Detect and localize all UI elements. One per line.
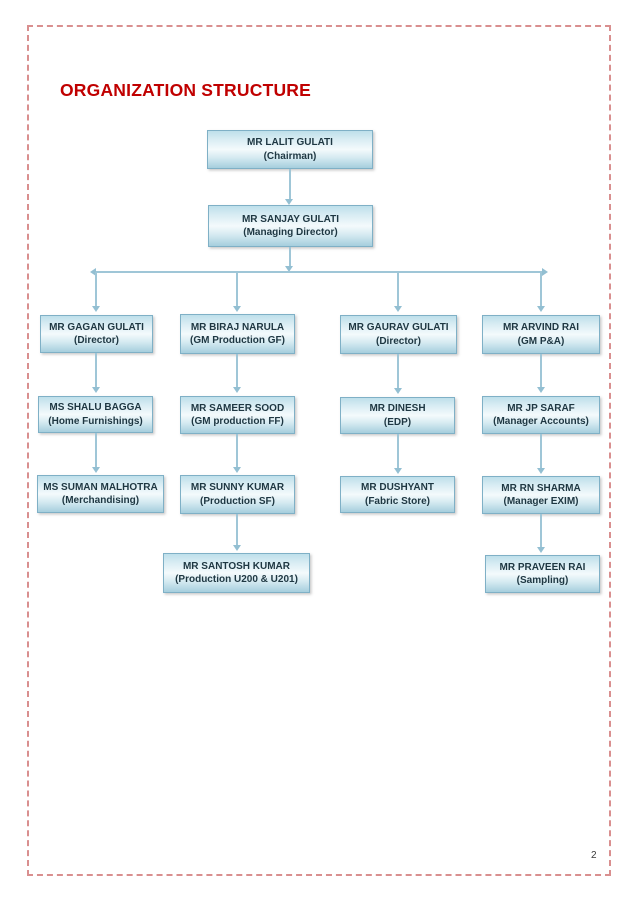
connector-chairman-md-arrow-icon [285, 199, 293, 205]
connector-col3-r1r2-line [397, 354, 399, 388]
person-name: MS SUMAN MALHOTRA [43, 481, 158, 493]
org-node-chairman: MR LALIT GULATI (Chairman) [207, 130, 373, 169]
connector-col1-r2r3-arrow-icon [92, 467, 100, 473]
connector-col4-r3r4-arrow-icon [537, 547, 545, 553]
connector-drop-col2-line [236, 272, 238, 307]
person-role: (Production SF) [200, 495, 275, 507]
person-name: MR JP SARAF [507, 402, 575, 414]
connector-col4-r2r3-line [540, 434, 542, 468]
connector-drop-col1-arrow-icon [92, 306, 100, 312]
person-role: (Sampling) [516, 575, 569, 586]
org-node-santosh-kumar: MR SANTOSH KUMAR (Production U200 & U201… [163, 553, 310, 593]
connector-col4-r1r2-line [540, 354, 542, 387]
connector-chairman-md-line [289, 169, 291, 199]
connector-col3-r1r2-arrow-icon [394, 388, 402, 394]
org-node-praveen-rai: MR PRAVEEN RAI (Sampling) [485, 555, 600, 593]
connector-bus-left-arrow-icon [90, 268, 96, 276]
connector-drop-col4-line [540, 272, 542, 307]
person-role: (Director) [73, 335, 119, 346]
org-node-rn-sharma: MR RN SHARMA (Manager EXIM) [482, 476, 600, 514]
page-dashed-border [27, 25, 611, 876]
connector-col1-r1r2-line [95, 353, 97, 387]
connector-col2-r3r4-arrow-icon [233, 545, 241, 551]
person-name: MR SUNNY KUMAR [190, 482, 285, 493]
person-name: MR SANJAY GULATI [241, 213, 340, 225]
connector-drop-col4-arrow-icon [537, 306, 545, 312]
person-role: (EDP) [383, 416, 412, 428]
connector-col2-r3r4-line [236, 514, 238, 545]
connector-col1-r2r3-line [95, 433, 97, 467]
connector-col2-r1r2-line [236, 354, 238, 387]
org-node-sameer-sood: MR SAMEER SOOD (GM production FF) [180, 396, 295, 434]
person-role: (GM Production GF) [190, 335, 285, 346]
person-name: MR BIRAJ NARULA [190, 321, 285, 333]
org-node-biraj-narula: MR BIRAJ NARULA (GM Production GF) [180, 314, 295, 354]
connector-md-bus-arrow-icon [285, 266, 293, 272]
connector-col2-r1r2-arrow-icon [233, 387, 241, 393]
org-node-jp-saraf: MR JP SARAF (Manager Accounts) [482, 396, 600, 434]
connector-col3-r2r3-line [397, 434, 399, 468]
person-name: MR SANTOSH KUMAR [182, 560, 291, 572]
org-node-gaurav-gulati: MR GAURAV GULATI (Director) [340, 315, 457, 354]
org-node-suman-malhotra: MS SUMAN MALHOTRA (Merchandising) [37, 475, 164, 513]
person-name: MR DUSHYANT [361, 482, 434, 493]
page-title: ORGANIZATION STRUCTURE [60, 80, 312, 100]
person-role: (Managing Director) [243, 227, 338, 238]
connector-col1-r1r2-arrow-icon [92, 387, 100, 393]
connector-drop-col1-line [95, 272, 97, 307]
person-role: (Production U200 & U201) [175, 574, 298, 585]
person-name: MR GAURAV GULATI [348, 322, 449, 333]
connector-md-bus-line [289, 247, 291, 267]
connector-drop-col2-arrow-icon [233, 306, 241, 312]
org-node-dushyant: MR DUSHYANT (Fabric Store) [340, 476, 455, 513]
person-name: MR ARVIND RAI [502, 322, 580, 333]
connector-col4-r1r2-arrow-icon [537, 387, 545, 393]
person-name: MR SAMEER SOOD [190, 402, 285, 414]
org-node-dinesh: MR DINESH (EDP) [340, 397, 455, 434]
connector-col4-r3r4-line [540, 514, 542, 547]
person-name: MR PRAVEEN RAI [499, 561, 586, 573]
person-name: MR LALIT GULATI [247, 137, 333, 148]
connector-drop-col3-arrow-icon [394, 306, 402, 312]
person-role: (Fabric Store) [364, 495, 430, 507]
org-node-sunny-kumar: MR SUNNY KUMAR (Production SF) [180, 475, 295, 514]
connector-bus-line [96, 271, 542, 273]
person-role: (GM production FF) [191, 416, 284, 427]
connector-col4-r2r3-arrow-icon [537, 468, 545, 474]
org-node-managing-director: MR SANJAY GULATI (Managing Director) [208, 205, 373, 247]
person-name: MR DINESH [369, 403, 426, 414]
person-role: (Home Furnishings) [48, 415, 143, 427]
page-number: 2 [591, 850, 597, 861]
person-role: (Merchandising) [61, 495, 140, 506]
connector-bus-right-arrow-icon [542, 268, 548, 276]
org-node-gagan-gulati: MR GAGAN GULATI (Director) [40, 315, 153, 353]
connector-col2-r2r3-arrow-icon [233, 467, 241, 473]
connector-col2-r2r3-line [236, 434, 238, 467]
person-name: MS SHALU BAGGA [49, 402, 142, 413]
connector-drop-col3-line [397, 272, 399, 307]
org-node-arvind-rai: MR ARVIND RAI (GM P&A) [482, 315, 600, 354]
person-role: (Manager Accounts) [493, 416, 589, 427]
person-name: MR RN SHARMA [501, 482, 581, 494]
connector-col3-r2r3-arrow-icon [394, 468, 402, 474]
person-name: MR GAGAN GULATI [49, 321, 144, 333]
person-role: (Director) [375, 335, 421, 347]
person-role: (Manager EXIM) [503, 496, 579, 507]
person-role: (Chairman) [263, 150, 317, 162]
org-node-shalu-bagga: MS SHALU BAGGA (Home Furnishings) [38, 396, 153, 433]
person-role: (GM P&A) [517, 335, 565, 347]
